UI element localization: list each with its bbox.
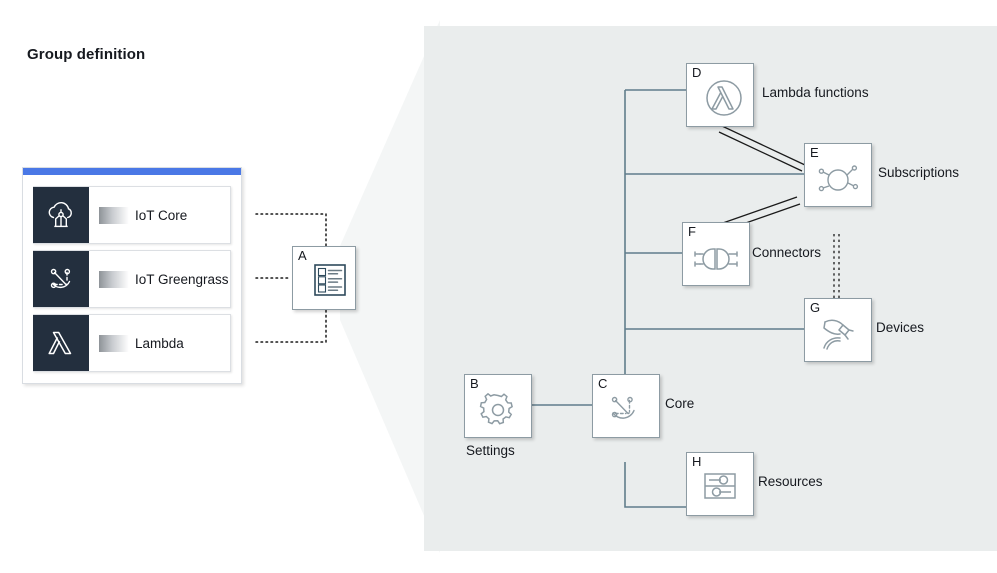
group-node-d-lambda-functions[interactable]: D (686, 63, 754, 127)
group-list-icon (314, 264, 346, 296)
node-label-resources: Resources (758, 474, 823, 489)
node-label-settings: Settings (466, 443, 515, 458)
node-label-core: Core (665, 396, 695, 411)
services-to-group-connectors (255, 213, 327, 343)
group-node-e-subscriptions[interactable]: E (804, 143, 872, 207)
label-chip (99, 206, 129, 224)
greengrass-core-icon (611, 396, 635, 419)
resources-sliders-icon (704, 473, 736, 499)
group-node-b-settings[interactable]: B (464, 374, 532, 438)
service-label-iot-core: IoT Core (135, 207, 188, 223)
iot-greengrass-icon (33, 250, 89, 307)
node-letter-b: B (470, 376, 479, 391)
service-row-iot-greengrass[interactable]: IoT Greengrass (33, 250, 231, 308)
node-letter-a: A (298, 248, 307, 263)
node-label-devices: Devices (876, 320, 925, 335)
service-label-iot-greengrass: IoT Greengrass (135, 271, 229, 287)
iot-core-cloud-icon (33, 186, 89, 243)
node-label-subscriptions: Subscriptions (878, 165, 960, 180)
panel-accent-bar (23, 168, 241, 175)
expansion-wedge (340, 20, 440, 553)
group-node-a[interactable]: A (292, 246, 356, 310)
node-label-lambda-functions: Lambda functions (762, 85, 869, 100)
label-chip (99, 334, 129, 352)
node-letter-f: F (688, 224, 696, 239)
gear-icon (479, 392, 513, 425)
node-letter-d: D (692, 65, 702, 80)
lambda-circle-icon (706, 80, 742, 116)
services-panel: IoT Core IoT Greengrass (22, 167, 242, 384)
subscriptions-hub-icon (818, 165, 859, 192)
service-label-lambda: Lambda (135, 335, 184, 351)
group-node-h-resources[interactable]: H (686, 452, 754, 516)
group-node-f-connectors[interactable]: F (682, 222, 750, 286)
node-letter-h: H (692, 454, 702, 469)
service-row-lambda[interactable]: Lambda (33, 314, 231, 372)
node-label-connectors: Connectors (752, 245, 822, 260)
robot-arm-icon (823, 319, 854, 350)
label-chip (99, 270, 129, 288)
lambda-icon (33, 314, 89, 371)
group-node-g-devices[interactable]: G (804, 298, 872, 362)
node-letter-e: E (810, 145, 819, 160)
group-definition-title: Group definition (27, 46, 146, 63)
group-node-c-core[interactable]: C (592, 374, 660, 438)
connector-plug-icon (694, 248, 738, 270)
node-letter-c: C (598, 376, 608, 391)
service-row-iot-core[interactable]: IoT Core (33, 186, 231, 244)
node-letter-g: G (810, 300, 821, 315)
